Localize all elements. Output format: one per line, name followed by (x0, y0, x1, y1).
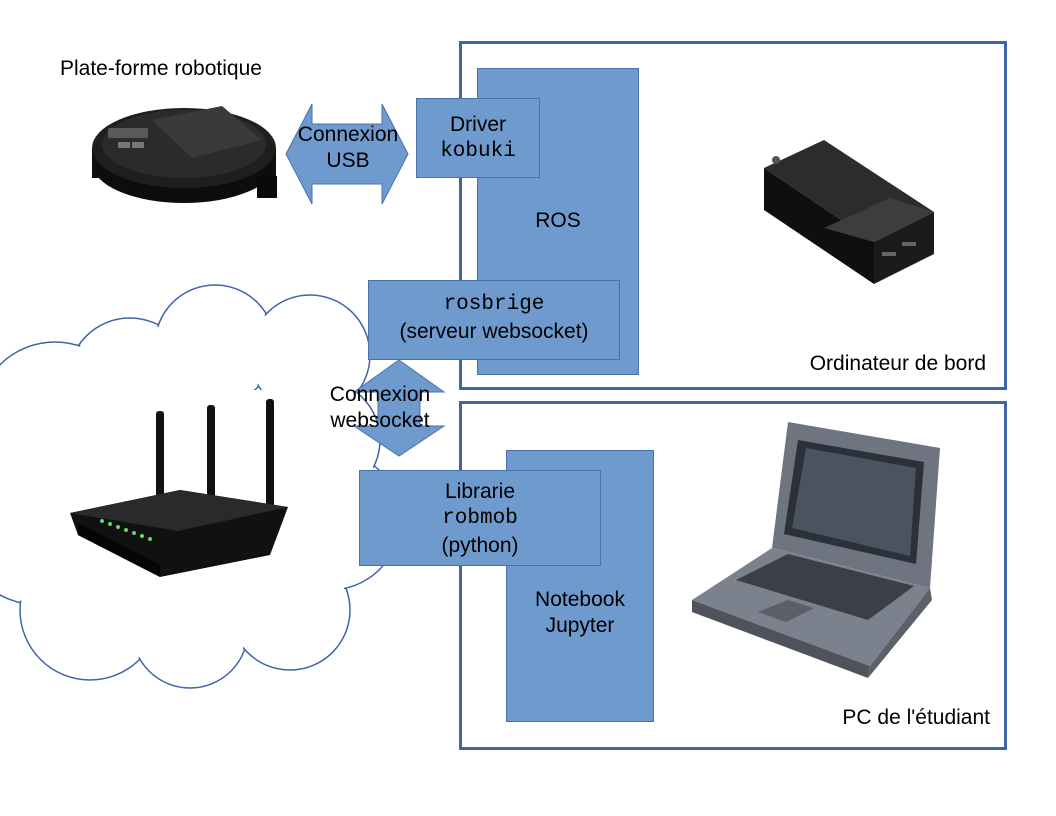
usb-link-label-2: USB (326, 149, 370, 172)
python-label: (python) (441, 534, 519, 557)
robot-platform-title: Plate-forme robotique (60, 57, 262, 80)
usb-double-arrow (285, 103, 409, 205)
rosbridge-label: rosbrige (443, 293, 545, 316)
robmob-label: robmob (442, 507, 518, 530)
student-pc-frame (459, 401, 1007, 750)
robmob-library-block (359, 470, 601, 566)
library-label: Librarie (444, 480, 516, 503)
onboard-computer-icon (764, 140, 934, 284)
notebook-label: Notebook (535, 588, 625, 611)
ros-label: ROS (535, 209, 581, 232)
laptop-icon (692, 422, 940, 678)
onboard-computer-label: Ordinateur de bord (809, 352, 986, 375)
websocket-double-arrow (352, 359, 446, 457)
websocket-link-label-2: websocket (330, 409, 430, 432)
websocket-server-label: (serveur websocket) (399, 320, 589, 343)
websocket-link-label-1: Connexion (329, 383, 431, 406)
onboard-computer-frame (459, 41, 1007, 390)
jupyter-label: Jupyter (545, 614, 615, 637)
rosbridge-block (368, 280, 620, 360)
usb-link-label-1: Connexion (297, 123, 399, 146)
student-pc-label: PC de l'étudiant (842, 706, 990, 729)
router-icon (70, 399, 288, 577)
driver-kobuki-block (416, 98, 540, 178)
robot-icon (92, 106, 277, 203)
driver-label: Driver (450, 113, 506, 136)
kobuki-label: kobuki (440, 140, 516, 163)
